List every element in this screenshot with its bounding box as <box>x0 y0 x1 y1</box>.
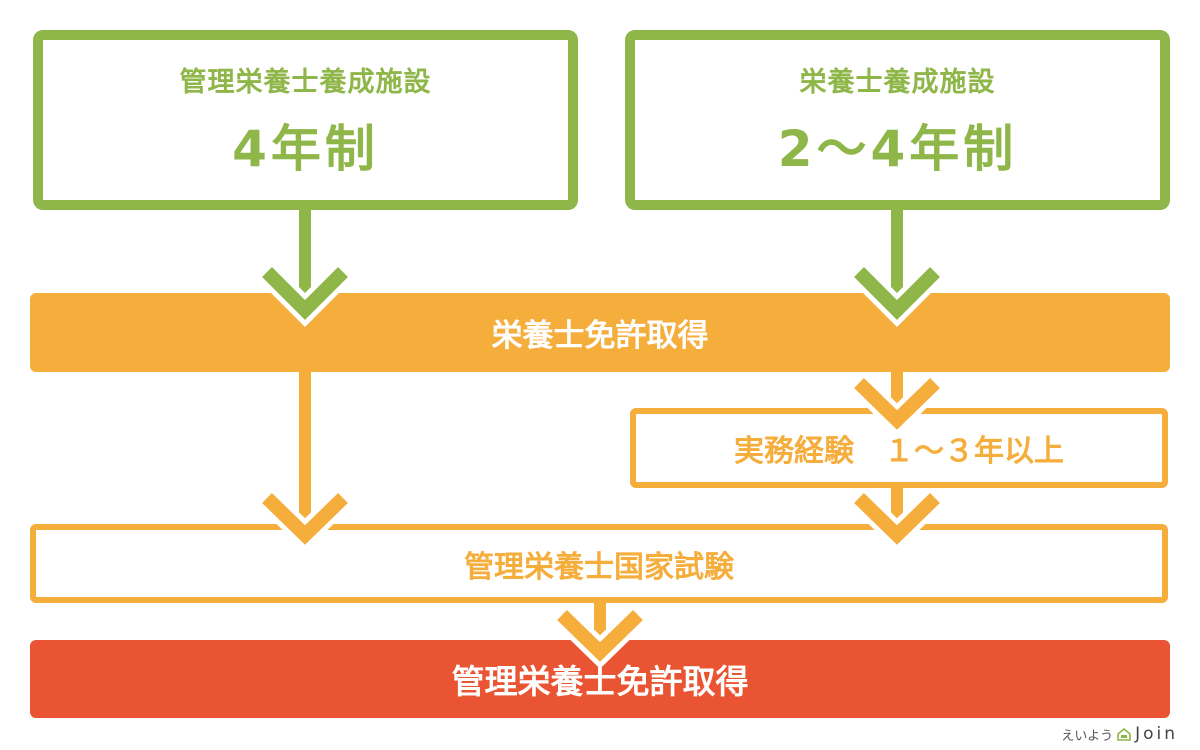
arrow-left-green-icon <box>258 210 352 327</box>
step-label: 管理栄養士国家試験 <box>464 549 734 585</box>
logo-name: Join <box>1135 724 1178 744</box>
box-subtitle: 管理栄養士養成施設 <box>179 66 432 98</box>
arrow-exam-to-final-icon <box>553 603 647 669</box>
logo: えいよう Join <box>1061 724 1178 744</box>
step-registered-dietitian-license: 管理栄養士免許取得 <box>30 640 1170 718</box>
step-work-experience: 実務経験 １〜３年以上 <box>630 408 1168 488</box>
step-label: 実務経験 １〜３年以上 <box>734 434 1064 469</box>
step-label: 栄養士免許取得 <box>491 318 709 354</box>
arrow-right-orange-icon <box>850 372 944 437</box>
arrow-right-green-icon <box>850 210 944 327</box>
logo-prefix: えいよう <box>1061 728 1114 744</box>
box-dietitian-school: 栄養士養成施設 2〜4年制 <box>625 30 1170 210</box>
step-dietitian-license: 栄養士免許取得 <box>30 293 1170 372</box>
arrow-left-orange-icon <box>258 372 352 552</box>
box-title: 2〜4年制 <box>777 119 1018 178</box>
step-national-exam: 管理栄養士国家試験 <box>30 524 1168 603</box>
box-title: 4年制 <box>232 119 379 178</box>
box-registered-dietitian-school: 管理栄養士養成施設 4年制 <box>33 30 578 210</box>
house-icon <box>1117 727 1131 741</box>
arrow-experience-to-exam-icon <box>850 488 944 552</box>
box-subtitle: 栄養士養成施設 <box>799 66 996 98</box>
